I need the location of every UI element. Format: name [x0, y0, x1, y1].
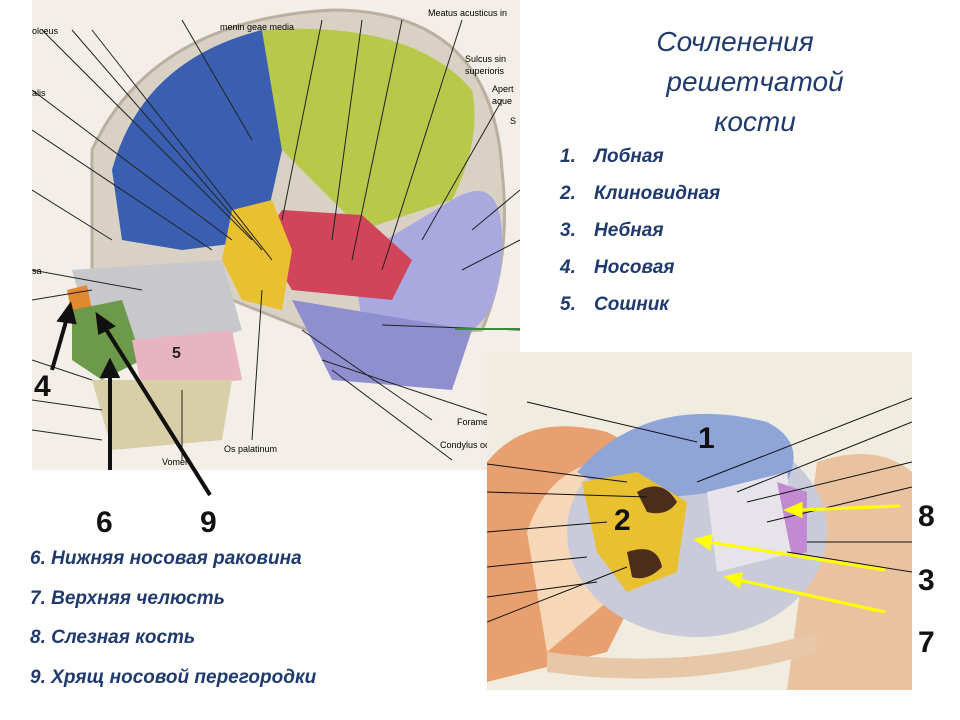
callout-2: 2: [614, 504, 631, 537]
label-meatus: Meatus acusticus in: [428, 8, 507, 18]
bone-list-bottom: 6. Нижняя носовая раковина 7. Верхняя че…: [30, 548, 316, 706]
label-sulcus-2: superioris: [465, 66, 505, 76]
list-item: 6. Нижняя носовая раковина: [30, 548, 302, 569]
label-sa: sa: [32, 266, 42, 276]
title-line-2: решетчатой: [666, 66, 844, 97]
label-olceus: olceus: [32, 26, 59, 36]
list-item: 1.Лобная: [560, 146, 664, 167]
label-os-palatinum: Os palatinum: [224, 444, 277, 454]
label-vomer: Vomer: [162, 457, 188, 467]
slide-title: Сочленения решетчатой кости: [600, 22, 870, 142]
title-line-3: кости: [714, 106, 796, 137]
skull-sagittal-illustration: olceus menin geae media Meatus acusticus…: [32, 0, 520, 470]
list-item: 4.Носовая: [560, 257, 675, 278]
orbit-illustration: [487, 352, 912, 690]
list-item: 3.Небная: [560, 220, 664, 241]
label-condylus: Condylus occipi: [440, 440, 503, 450]
list-item: 2.Клиновидная: [560, 183, 721, 204]
list-item: 9. Хрящ носовой перегородки: [30, 666, 317, 688]
label-apert-1: Apert: [492, 84, 514, 94]
label-apert-2: aque: [492, 96, 512, 106]
list-item: 8. Слезная кость: [30, 627, 196, 648]
list-item: 7. Верхняя челюсть: [30, 587, 225, 609]
label-s: S: [510, 116, 516, 126]
callout-9: 9: [200, 506, 217, 539]
label-alis: alis: [32, 88, 46, 98]
callout-4: 4: [34, 370, 51, 403]
callout-8: 8: [918, 500, 935, 533]
arrow-9: [95, 311, 212, 497]
callout-5: 5: [172, 345, 181, 362]
label-sulcus-1: Sulcus sin: [465, 54, 506, 64]
pointer-line: [455, 328, 520, 330]
label-meningea: menin geae media: [220, 22, 294, 32]
callout-7: 7: [918, 626, 935, 659]
callout-1: 1: [698, 422, 715, 455]
callout-3: 3: [918, 564, 935, 597]
title-line-1: Сочленения: [656, 26, 814, 57]
label-foramen: Foramen: [457, 417, 493, 427]
callout-6: 6: [96, 506, 113, 539]
list-item: 5.Сошник: [560, 294, 669, 315]
bone-list-top: 1.Лобная 2.Клиновидная 3.Небная 4.Носова…: [560, 146, 720, 331]
